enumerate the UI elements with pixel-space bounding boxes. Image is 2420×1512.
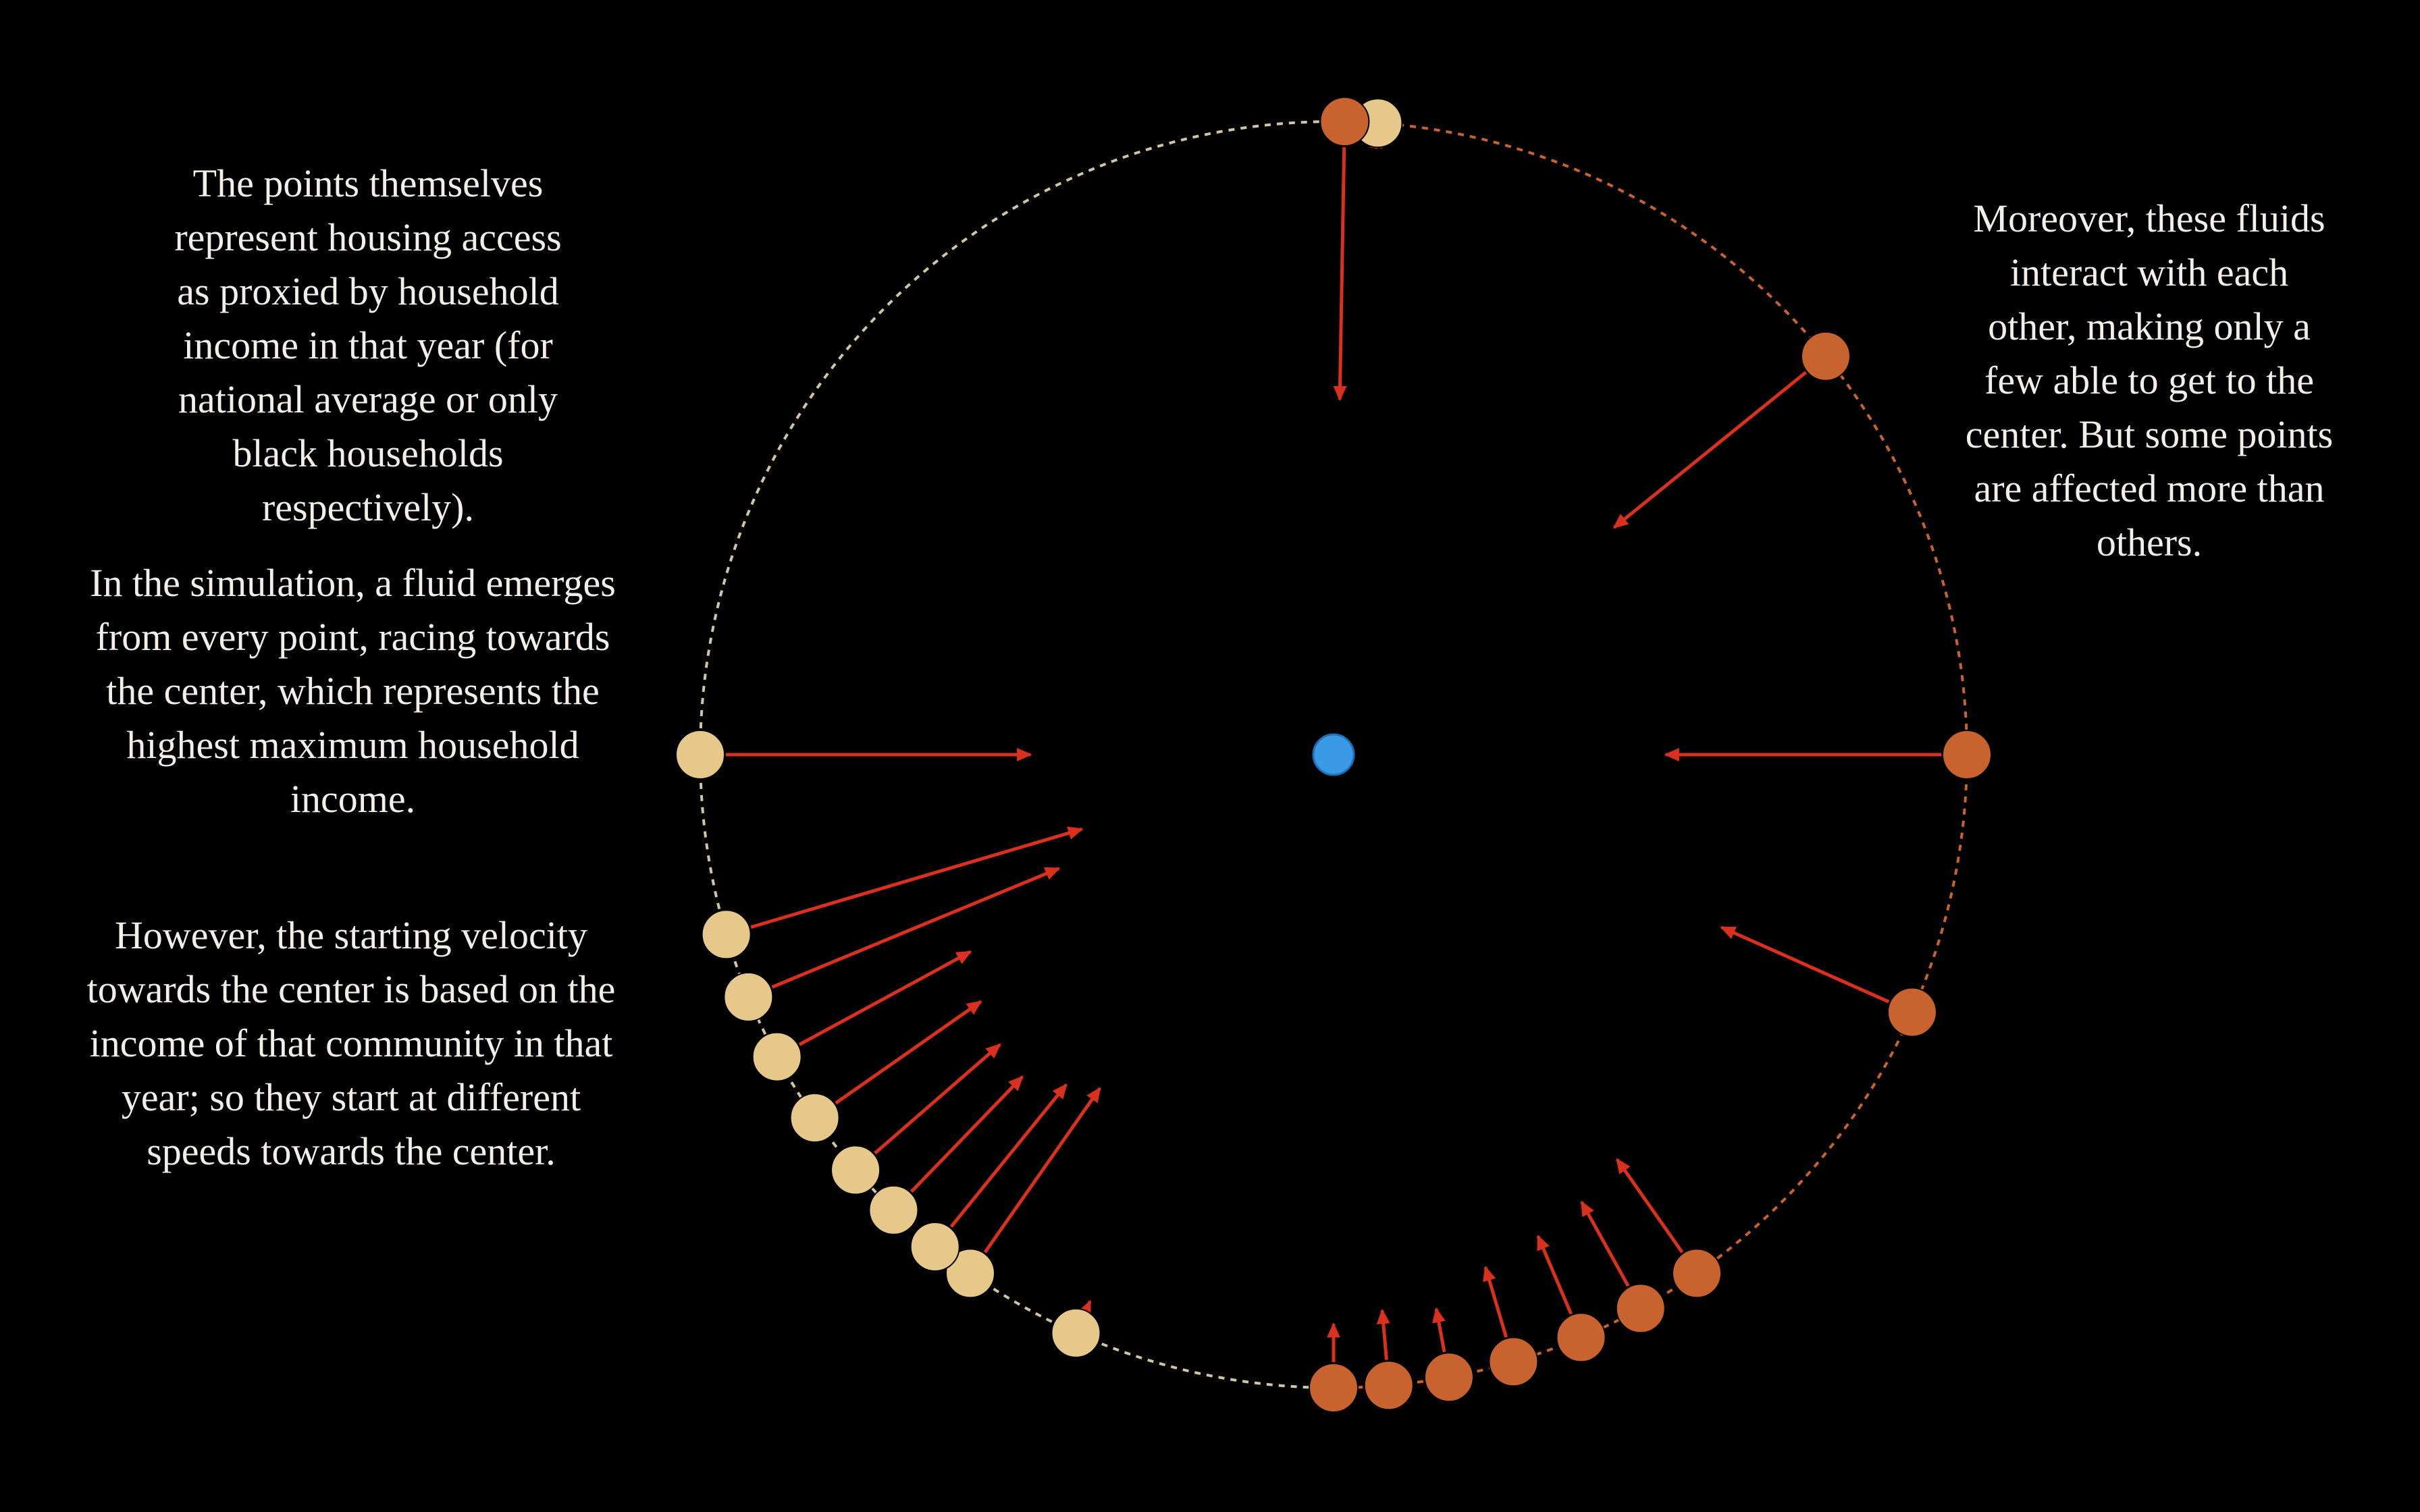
national-household-point [945, 1248, 995, 1299]
points-note-line: black households [232, 431, 504, 475]
velocity-note-line: income of that community in that [89, 1021, 613, 1065]
black-household-point [1423, 1352, 1474, 1403]
national-household-point [701, 909, 752, 960]
points-note-line: respectively). [261, 485, 474, 529]
national-household-point [789, 1093, 840, 1143]
black-flow-arrow [1612, 371, 1808, 529]
center-point [1312, 733, 1355, 776]
national-household-point [752, 1031, 802, 1082]
points-note-line: The points themselves [192, 161, 544, 205]
fluid-interaction-note: Moreover, these fluids interact with each… [1901, 192, 2397, 570]
national-flow-arrow [835, 1000, 982, 1105]
black-household-point [1309, 1363, 1359, 1413]
fluid-note-line: In the simulation, a fluid emerges [90, 561, 616, 605]
fluid-note-line: from every point, racing towards [95, 615, 610, 659]
black-flow-arrow [1376, 1308, 1390, 1360]
black-flow-arrow [1580, 1200, 1630, 1287]
fluid-simulation-note: In the simulation, a fluid emerges from e… [0, 556, 706, 826]
interact-note-line: Moreover, these fluids [1973, 196, 2325, 240]
national-flow-arrow [798, 950, 972, 1046]
black-household-point [1363, 1360, 1414, 1411]
black-household-point [1942, 730, 1992, 780]
velocity-note-line: towards the center is based on the [86, 967, 616, 1011]
velocity-note-line: speeds towards the center. [147, 1129, 556, 1173]
points-note-line: as proxied by household [177, 269, 559, 313]
national-household-point [868, 1185, 919, 1235]
black-flow-arrow [1333, 147, 1347, 402]
black-flow-arrow [1615, 1158, 1684, 1253]
interact-note-line: others. [2096, 520, 2203, 564]
national-flow-arrow [771, 867, 1061, 989]
black-household-point [1800, 331, 1851, 381]
velocity-note-line: year; so they start at different [121, 1075, 581, 1119]
national-flow-arrow [983, 1087, 1101, 1253]
interact-note-line: center. But some points [1965, 412, 2334, 456]
black-household-point [1556, 1312, 1606, 1363]
housing-access-note: The points themselves represent housing a… [0, 157, 736, 535]
national-household-point [831, 1145, 881, 1195]
national-flow-arrow [1078, 1299, 1092, 1317]
points-note-line: national average or only [178, 377, 558, 421]
velocity-note-line: However, the starting velocity [115, 913, 587, 957]
fluid-note-line: the center, which represents the [106, 669, 600, 713]
national-flow-arrow [910, 1075, 1024, 1193]
black-flow-arrow [1431, 1307, 1446, 1353]
national-household-point [675, 730, 725, 780]
black-flow-arrow [1720, 925, 1890, 1004]
black-household-point [1488, 1336, 1539, 1387]
national-household-point [910, 1221, 960, 1272]
starting-velocity-note: However, the starting velocity towards th… [0, 909, 702, 1179]
fluid-note-line: highest maximum household [126, 723, 579, 767]
black-flow-arrow [1483, 1266, 1508, 1338]
black-household-point [1672, 1248, 1722, 1299]
national-flow-arrow [750, 826, 1084, 929]
black-household-point [1615, 1283, 1666, 1334]
interact-note-line: interact with each [2009, 250, 2289, 294]
points-note-line: represent housing access [174, 215, 562, 259]
black-flow-arrow [1536, 1235, 1573, 1315]
national-household-point [723, 971, 774, 1022]
interact-note-line: other, making only a [1988, 304, 2311, 348]
interact-note-line: are affected more than [1974, 466, 2325, 510]
fluid-note-line: income. [290, 777, 416, 821]
national-flow-arrow [949, 1083, 1068, 1228]
black-household-point [1319, 97, 1370, 147]
national-household-point [1051, 1307, 1101, 1358]
black-household-point [1887, 987, 1937, 1037]
national-flow-arrow [874, 1043, 1001, 1155]
points-note-line: income in that year (for [183, 323, 553, 367]
interact-note-line: few able to get to the [1984, 358, 2314, 402]
